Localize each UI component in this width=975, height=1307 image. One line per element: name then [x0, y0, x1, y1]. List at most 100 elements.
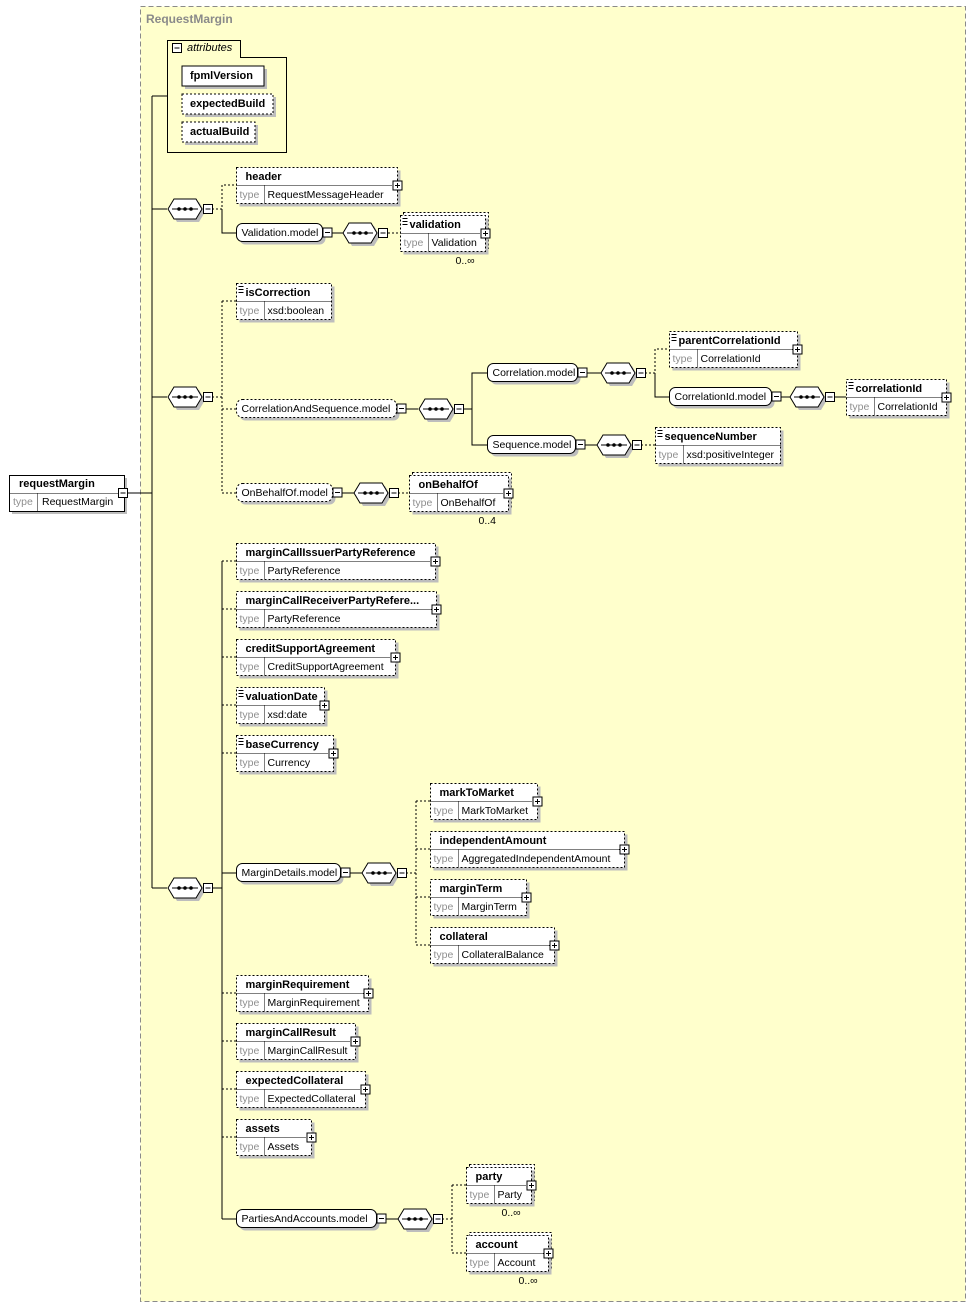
root-element-box[interactable] — [9, 475, 125, 512]
sequence-correlation-and-sequence-dot — [434, 407, 438, 411]
element-isCorrection-box[interactable] — [236, 283, 332, 320]
sequence-parties-and-accounts-dot — [407, 1217, 411, 1221]
element-marginRequirement-name: marginRequirement — [245, 978, 350, 991]
sequence-2-dot — [183, 395, 187, 399]
element-baseCurrency-type: Currency — [267, 756, 311, 769]
element-parentCorrelationId-type-keyword: type — [672, 352, 693, 365]
element-marginCallIssuerPartyReference-type: PartyReference — [267, 564, 341, 577]
sequence-correlation-dot — [616, 371, 620, 375]
model-correlation-id-label: CorrelationId.model — [674, 390, 767, 403]
element-markToMarket-type: MarkToMarket — [461, 804, 529, 817]
connector-line — [212, 184, 236, 210]
sequence-margin-details-dot — [383, 871, 387, 875]
element-marginRequirement-type: MarginRequirement — [267, 996, 360, 1009]
element-markToMarket-type-keyword: type — [433, 804, 454, 817]
sequence-1-dot — [189, 207, 193, 211]
element-party-type: Party — [497, 1188, 523, 1201]
element-marginCallIssuerPartyReference-type-keyword: type — [239, 564, 260, 577]
element-expectedCollateral-type: ExpectedCollateral — [267, 1092, 356, 1105]
sequence-margin-details-dot — [377, 871, 381, 875]
element-valuationDate-type: xsd:date — [267, 708, 308, 721]
element-parentCorrelationId-name: parentCorrelationId — [678, 334, 781, 347]
sequence-3-dot — [177, 886, 181, 890]
element-header-type-keyword: type — [239, 188, 260, 201]
element-account-type-keyword: type — [469, 1256, 490, 1269]
connector-line — [471, 409, 487, 446]
sequence-3-dot — [189, 886, 193, 890]
sequence-correlation-id-dot — [811, 395, 815, 399]
element-markToMarket-name: markToMarket — [439, 786, 514, 799]
sequence-validation-dot — [352, 231, 356, 235]
element-party-type-keyword: type — [469, 1188, 490, 1201]
element-party-occurs: 0..∞ — [501, 1206, 521, 1219]
connector-line — [645, 348, 669, 374]
element-account-name: account — [475, 1238, 518, 1251]
attribute-expectedBuild-name: expectedBuild — [190, 98, 266, 110]
element-assets-name: assets — [245, 1122, 280, 1135]
element-collateral-type: CollateralBalance — [461, 948, 544, 961]
element-marginCallReceiverPartyReference-name: marginCallReceiverPartyRefere... — [245, 594, 420, 607]
element-validation-name: validation — [409, 218, 461, 231]
root-element-type: RequestMargin — [42, 496, 114, 508]
element-assets-type: Assets — [267, 1140, 300, 1153]
sequence-correlation-and-sequence-dot — [440, 407, 444, 411]
model-margin-details-label: MarginDetails.model — [241, 866, 338, 879]
sequence-2-dot — [177, 395, 181, 399]
connector-line — [221, 209, 236, 234]
attributes-title: attributes — [187, 42, 233, 54]
element-party-name: party — [475, 1170, 503, 1183]
root-element-name: requestMargin — [19, 478, 95, 490]
element-creditSupportAgreement-type-keyword: type — [239, 660, 260, 673]
sequence-validation-dot — [364, 231, 368, 235]
attribute-fpmlVersion-name: fpmlVersion — [190, 70, 253, 82]
element-sequenceNumber-name: sequenceNumber — [664, 430, 757, 443]
element-validation-type: Validation — [431, 236, 477, 249]
sequence-correlation-id-dot — [805, 395, 809, 399]
sequence-parties-and-accounts-dot — [413, 1217, 417, 1221]
element-marginRequirement-type-keyword: type — [239, 996, 260, 1009]
attribute-expectedBuild-box[interactable] — [181, 93, 274, 115]
sequence-on-behalf-of-dot — [363, 491, 367, 495]
group-title: RequestMargin — [146, 12, 233, 26]
sequence-correlation-and-sequence-dot — [428, 407, 432, 411]
element-expectedCollateral-type-keyword: type — [239, 1092, 260, 1105]
element-header-name: header — [245, 170, 282, 183]
element-creditSupportAgreement-name: creditSupportAgreement — [245, 642, 376, 655]
element-valuationDate-type-keyword: type — [239, 708, 260, 721]
element-independentAmount-name: independentAmount — [439, 834, 547, 847]
root-element-type-keyword: type — [13, 496, 33, 508]
sequence-3-dot — [183, 886, 187, 890]
element-header-type: RequestMessageHeader — [267, 188, 384, 201]
element-onBehalfOf-type-keyword: type — [412, 496, 433, 509]
attribute-actualBuild-box[interactable] — [181, 121, 256, 143]
element-isCorrection-type: xsd:boolean — [267, 304, 325, 317]
element-correlationId-name: correlationId — [855, 382, 923, 395]
element-onBehalfOf-occurs: 0..4 — [478, 514, 497, 527]
element-account-occurs: 0..∞ — [518, 1274, 538, 1287]
element-correlationId-type-keyword: type — [849, 400, 870, 413]
sequence-sequence-dot — [606, 443, 610, 447]
sequence-correlation-dot — [610, 371, 614, 375]
element-collateral-name: collateral — [439, 930, 488, 943]
sequence-correlation-id-dot — [799, 395, 803, 399]
connector-line — [654, 373, 669, 398]
element-account-type: Account — [497, 1256, 536, 1269]
sequence-validation-dot — [358, 231, 362, 235]
element-markToMarket-box[interactable] — [430, 783, 538, 820]
model-validation-label: Validation.model — [241, 226, 319, 239]
attribute-actualBuild-name: actualBuild — [190, 126, 250, 138]
element-parentCorrelationId-type: CorrelationId — [700, 352, 761, 365]
sequence-parties-and-accounts-dot — [419, 1217, 423, 1221]
element-marginCallReceiverPartyReference-type-keyword: type — [239, 612, 260, 625]
element-valuationDate-name: valuationDate — [245, 690, 318, 703]
sequence-correlation-dot — [622, 371, 626, 375]
sequence-1-dot — [183, 207, 187, 211]
model-on-behalf-of-label: OnBehalfOf.model — [241, 486, 328, 499]
element-marginTerm-name: marginTerm — [439, 882, 503, 895]
model-correlation-and-sequence-label: CorrelationAndSequence.model — [241, 402, 391, 415]
element-validation-occurs: 0..∞ — [455, 254, 475, 267]
element-validation-type-keyword: type — [403, 236, 424, 249]
attribute-fpmlVersion-box[interactable] — [181, 65, 265, 87]
